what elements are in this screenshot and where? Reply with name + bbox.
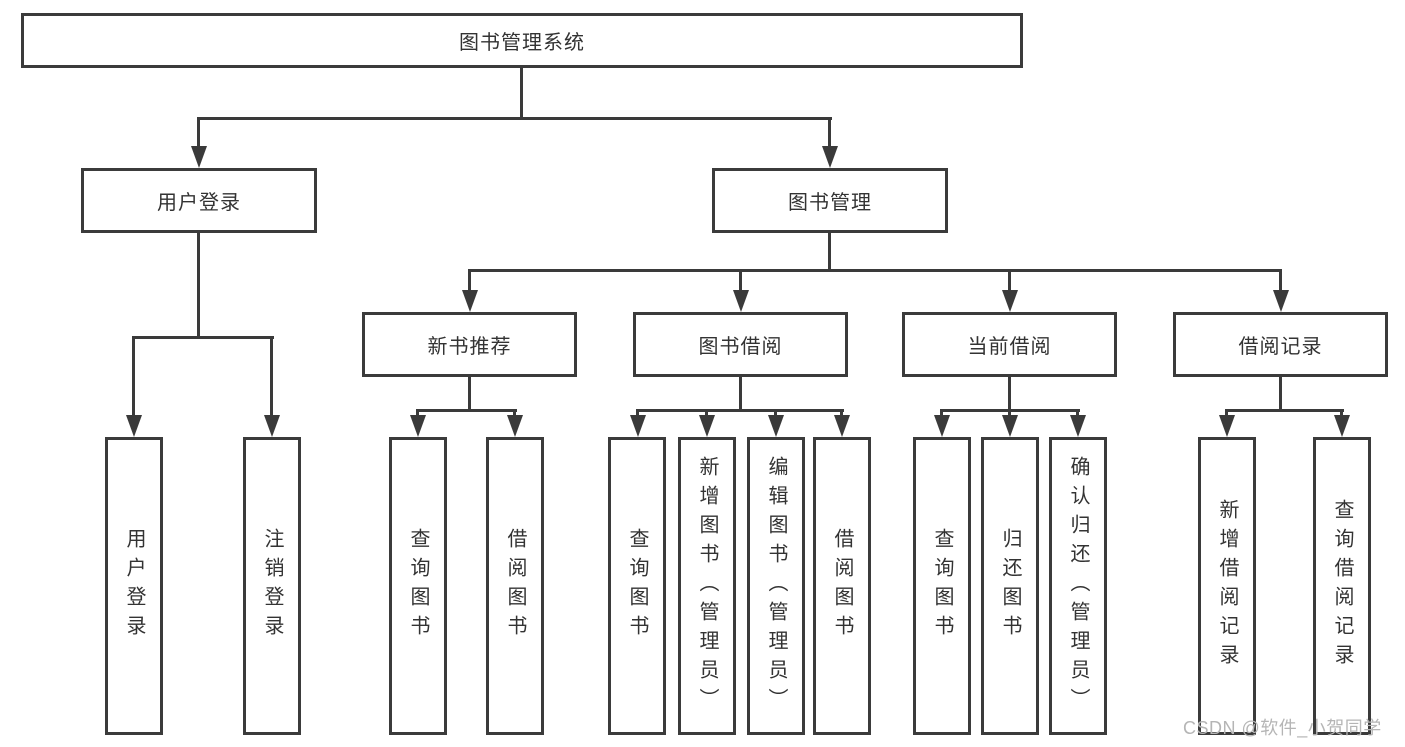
connector-line [468, 376, 471, 411]
arrow-down-icon [1002, 290, 1018, 312]
connector-line [133, 336, 274, 339]
arrow-down-icon [462, 290, 478, 312]
arrow-down-icon [768, 415, 784, 437]
node-label: 图书借阅 [698, 336, 783, 358]
leaf-query-books-borrowing: 查询图书 [608, 437, 666, 735]
node-current-borrowing: 当前借阅 [902, 312, 1117, 377]
arrow-down-icon [264, 415, 280, 437]
leaf-label: 借阅图书 [504, 528, 526, 644]
leaf-user-login: 用户登录 [105, 437, 163, 735]
connector-line [1279, 269, 1282, 293]
arrow-down-icon [126, 415, 142, 437]
connector-line [1008, 269, 1011, 293]
leaf-label: 新增图书（管理员） [696, 455, 718, 717]
leaf-label: 编辑图书（管理员） [765, 455, 787, 717]
leaf-confirm-return-admin: 确认归还（管理员） [1049, 437, 1107, 735]
leaf-query-books-current: 查询图书 [913, 437, 971, 735]
connector-line [1076, 409, 1079, 418]
leaf-label: 用户登录 [123, 528, 145, 644]
arrow-down-icon [630, 415, 646, 437]
connector-line [739, 376, 742, 411]
connector-line [1008, 376, 1011, 411]
connector-line [520, 67, 523, 119]
leaf-query-borrow-record: 查询借阅记录 [1313, 437, 1371, 735]
arrow-down-icon [834, 415, 850, 437]
node-label: 当前借阅 [967, 336, 1052, 358]
connector-line [513, 409, 516, 418]
leaf-label: 归还图书 [999, 528, 1021, 644]
leaf-label: 新增借阅记录 [1216, 499, 1238, 673]
connector-line [940, 409, 943, 418]
leaf-borrow-books: 借阅图书 [813, 437, 871, 735]
leaf-logout: 注销登录 [243, 437, 301, 735]
arrow-down-icon [934, 415, 950, 437]
connector-line [197, 232, 200, 339]
connector-line [270, 336, 273, 417]
connector-line [1226, 409, 1344, 412]
leaf-label: 查询借阅记录 [1331, 499, 1353, 673]
arrow-down-icon [191, 146, 207, 168]
connector-line [636, 409, 639, 418]
connector-line [1008, 409, 1011, 418]
node-book-management: 图书管理 [712, 168, 948, 233]
arrow-down-icon [822, 146, 838, 168]
connector-line [739, 269, 742, 293]
leaf-add-borrow-record: 新增借阅记录 [1198, 437, 1256, 735]
connector-line [416, 409, 419, 418]
connector-line [828, 117, 831, 149]
arrow-down-icon [1070, 415, 1086, 437]
connector-line [637, 409, 844, 412]
arrow-down-icon [1002, 415, 1018, 437]
leaf-borrow-books-recommend: 借阅图书 [486, 437, 544, 735]
leaf-label: 查询图书 [931, 528, 953, 644]
connector-line [705, 409, 708, 418]
connector-line [197, 117, 832, 120]
arrow-down-icon [733, 290, 749, 312]
node-library-management-system: 图书管理系统 [21, 13, 1023, 68]
leaf-add-books-admin: 新增图书（管理员） [678, 437, 736, 735]
arrow-down-icon [1273, 290, 1289, 312]
arrow-down-icon [699, 415, 715, 437]
arrow-down-icon [1334, 415, 1350, 437]
arrow-down-icon [507, 415, 523, 437]
node-label: 用户登录 [157, 192, 241, 214]
leaf-label: 确认归还（管理员） [1067, 455, 1089, 717]
connector-line [828, 232, 831, 271]
leaf-label: 借阅图书 [831, 528, 853, 644]
node-label: 新书推荐 [427, 336, 512, 358]
arrow-down-icon [410, 415, 426, 437]
leaf-label: 查询图书 [407, 528, 429, 644]
leaf-query-books-recommend: 查询图书 [389, 437, 447, 735]
connector-line [469, 269, 1282, 272]
node-user-login: 用户登录 [81, 168, 317, 233]
node-borrowing-records: 借阅记录 [1173, 312, 1388, 377]
node-new-book-recommend: 新书推荐 [362, 312, 577, 377]
connector-line [1340, 409, 1343, 418]
node-book-borrowing: 图书借阅 [633, 312, 848, 377]
connector-line [132, 336, 135, 417]
connector-line [774, 409, 777, 418]
leaf-return-books: 归还图书 [981, 437, 1039, 735]
leaf-label: 注销登录 [261, 528, 283, 644]
node-label: 图书管理系统 [459, 32, 585, 54]
connector-line [1279, 376, 1282, 411]
arrow-down-icon [1219, 415, 1235, 437]
node-label: 借阅记录 [1238, 336, 1323, 358]
connector-line [840, 409, 843, 418]
connector-line [417, 409, 517, 412]
connector-line [197, 117, 200, 149]
connector-line [468, 269, 471, 293]
connector-line [1225, 409, 1228, 418]
node-label: 图书管理 [788, 192, 872, 214]
leaf-label: 查询图书 [626, 528, 648, 644]
csdn-watermark: CSDN @软件_小贺同学 [1183, 718, 1382, 738]
leaf-edit-books-admin: 编辑图书（管理员） [747, 437, 805, 735]
